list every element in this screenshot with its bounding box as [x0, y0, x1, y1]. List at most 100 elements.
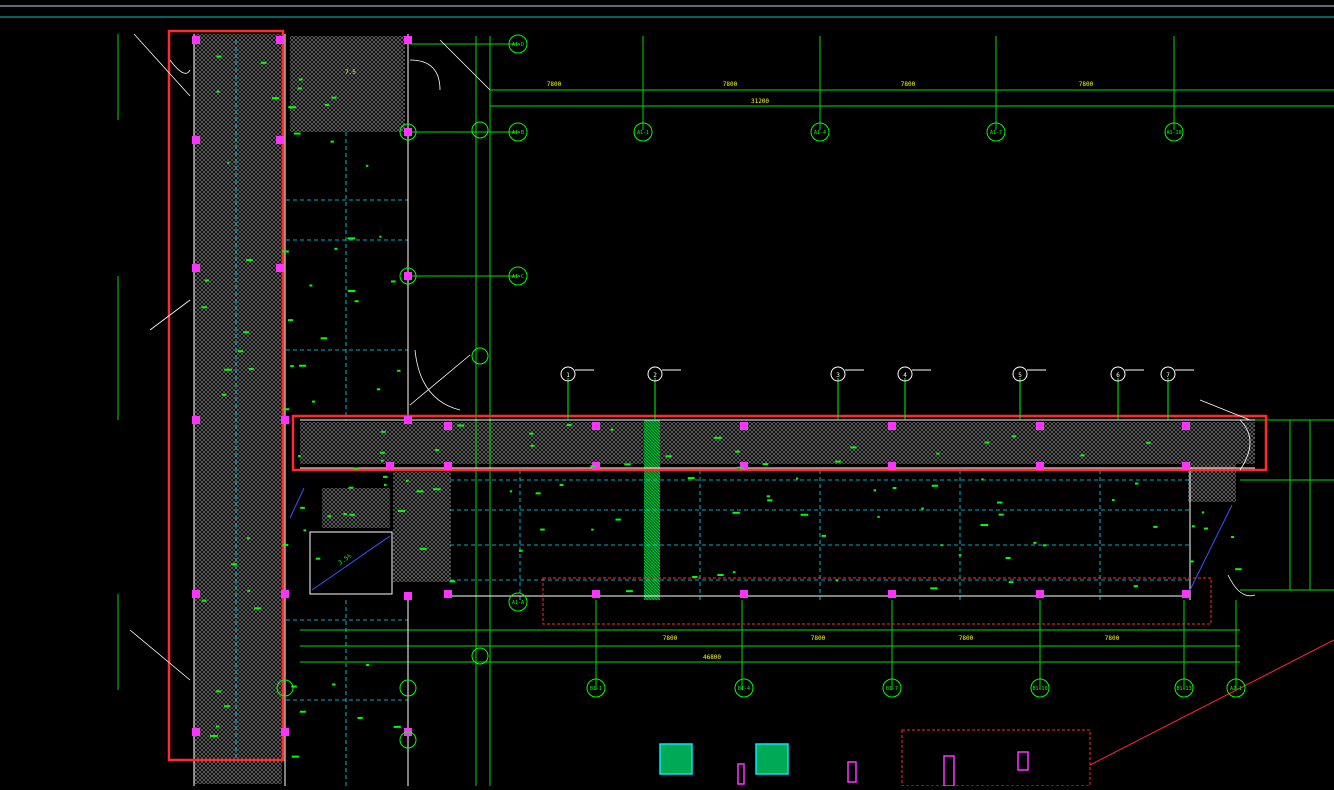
- rebar-tag: [590, 465, 596, 468]
- callout[interactable]: 7: [1160, 366, 1194, 420]
- leader-line: [439, 39, 491, 91]
- rebar-tag: [892, 487, 897, 490]
- grid-bubble[interactable]: A1-1: [633, 122, 653, 142]
- column-marker: [888, 422, 896, 430]
- rebar-tag: [391, 280, 396, 283]
- rebar-tag: [332, 683, 336, 686]
- columns-layer: [192, 36, 1190, 736]
- column-marker: [281, 728, 289, 736]
- rebar-tag: [1231, 536, 1234, 539]
- dim-label-bottom: 7800: [663, 635, 678, 642]
- expansion-joint: [644, 420, 660, 600]
- rebar-tag: [1005, 557, 1011, 560]
- callout-label: 1: [566, 372, 570, 379]
- rebar-tag: [821, 534, 826, 537]
- column-marker: [444, 462, 452, 470]
- stair-core-top: [290, 36, 405, 132]
- rebar-tag: [324, 103, 330, 106]
- column-marker: [1036, 590, 1044, 598]
- rebar-tag: [201, 306, 207, 309]
- rebar-tag: [376, 388, 381, 391]
- stair-core-right: [393, 472, 451, 582]
- callout[interactable]: 2: [647, 366, 681, 420]
- rebar-tag: [379, 235, 382, 238]
- grid-bubble[interactable]: B1-13: [1174, 678, 1194, 698]
- grid-bubble-label: B1-1: [590, 686, 602, 692]
- rebar-tag: [216, 55, 222, 58]
- column-marker: [740, 590, 748, 598]
- callout[interactable]: 4: [897, 366, 931, 420]
- room-tag: 7.5: [345, 69, 356, 76]
- grid-bubble[interactable]: A1-B: [508, 122, 528, 142]
- rebar-tag: [665, 455, 672, 458]
- grid-bubble[interactable]: A1-D: [508, 34, 528, 54]
- cyan-beam-lines: [235, 40, 1190, 786]
- column-marker: [1182, 462, 1190, 470]
- callout[interactable]: 3: [830, 366, 864, 420]
- slope-label: 3.5%: [337, 552, 353, 566]
- rebar-tag: [530, 444, 535, 447]
- callout[interactable]: 5: [1012, 366, 1046, 420]
- column-marker: [404, 128, 412, 136]
- door-swing-arc: [169, 59, 191, 74]
- rebar-tag: [380, 459, 384, 462]
- grid-bubble[interactable]: B1-7: [882, 678, 902, 698]
- grid-bubble[interactable]: A1-10: [1164, 122, 1184, 142]
- rebar-tag: [984, 441, 990, 444]
- rebar-tag: [246, 259, 253, 262]
- section-detail-mark: [1017, 751, 1029, 771]
- callout-label: 5: [1018, 372, 1022, 379]
- grid-bubble-label: A2-1: [1230, 686, 1242, 692]
- canopy-outline: [542, 577, 1212, 625]
- grid-bubble[interactable]: B1-4: [734, 678, 754, 698]
- rebar-tag: [1189, 560, 1194, 563]
- column-marker: [386, 462, 394, 470]
- callout[interactable]: 1: [560, 366, 594, 420]
- door-swing-arc: [414, 349, 461, 411]
- grid-bubble-label: B1-7: [886, 686, 898, 692]
- grid-bubble-small: [399, 679, 417, 697]
- dim-label-top: 7800: [1079, 81, 1094, 88]
- leader-red: [1089, 639, 1334, 766]
- rebar-tag: [320, 337, 328, 340]
- rebar-tag: [287, 319, 294, 322]
- section-detail-box: [755, 743, 789, 775]
- column-marker: [1182, 422, 1190, 430]
- rebar-tag: [383, 483, 387, 486]
- rebar-tag: [1191, 525, 1195, 528]
- rebar-tag: [559, 483, 564, 486]
- rebar-tag: [435, 449, 440, 452]
- rebar-tag: [980, 524, 989, 527]
- rebar-tag: [732, 511, 740, 514]
- rebar-tag: [248, 367, 254, 370]
- rebar-tag: [283, 408, 290, 411]
- column-marker: [192, 136, 200, 144]
- rebar-tag: [713, 436, 722, 439]
- rebar-tag: [591, 528, 594, 531]
- rebar-tag: [271, 97, 280, 100]
- grid-bubble[interactable]: A1-A: [508, 592, 528, 612]
- grid-bubble-small: [399, 267, 417, 285]
- dim-label-bottom: 7800: [811, 635, 826, 642]
- rebar-tag: [237, 350, 244, 353]
- grid-bubble[interactable]: B1-1: [586, 678, 606, 698]
- grid-bubble[interactable]: B1-10: [1030, 678, 1050, 698]
- column-marker: [740, 462, 748, 470]
- grid-bubble[interactable]: A2-1: [1226, 678, 1246, 698]
- rebar-tag: [290, 365, 294, 368]
- leader-line: [1199, 399, 1251, 421]
- rebar-tag: [981, 478, 984, 481]
- rebar-tag: [347, 289, 356, 292]
- column-marker: [192, 264, 200, 272]
- rebar-tag: [566, 424, 572, 427]
- grid-bubble[interactable]: A1-4: [810, 122, 830, 142]
- grid-bubble[interactable]: A1-C: [508, 266, 528, 286]
- leader-line: [133, 33, 191, 97]
- rebar-tag: [692, 576, 698, 579]
- rebar-tag: [419, 547, 427, 550]
- callout-label: 3: [836, 372, 840, 379]
- callout[interactable]: 6: [1110, 366, 1144, 420]
- grid-bubble[interactable]: A1-7: [986, 122, 1006, 142]
